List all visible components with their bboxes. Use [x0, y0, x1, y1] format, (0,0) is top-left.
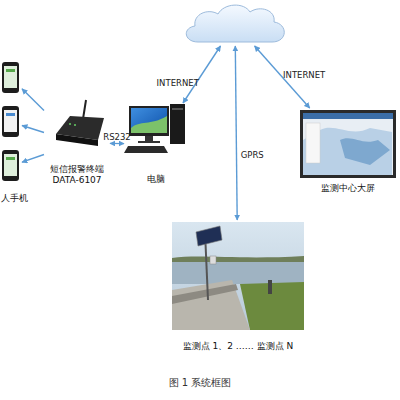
phone-node — [0, 148, 22, 184]
router-symbol-part — [74, 124, 76, 126]
site-photo-part — [210, 256, 216, 264]
big-screen-symbol — [300, 110, 396, 178]
phone-symbol-part — [2, 106, 19, 137]
node-label: 监测点 1、2 …… 监测点 N — [166, 341, 310, 352]
node-text-box: 电脑 — [124, 174, 188, 185]
cloud-shape-part — [186, 5, 284, 42]
site-photo-part — [172, 284, 238, 304]
cloud-shape — [186, 5, 284, 42]
connector-arrow — [183, 46, 221, 103]
site-photo-part — [196, 226, 222, 246]
router-symbol-part — [56, 134, 98, 146]
sms-alarm-terminal: 短信报警终端 DATA-6107 — [44, 100, 110, 186]
phone-symbol — [2, 62, 19, 181]
site-photo-part — [172, 280, 250, 330]
computer-symbol-part — [131, 108, 167, 133]
big-screen-symbol-part — [303, 113, 393, 175]
connector-arrow — [235, 46, 237, 220]
node-text-box: 监测点 1、2 …… 监测点 N — [166, 341, 310, 352]
big-screen-symbol-part — [340, 138, 390, 165]
connector-arrow — [22, 126, 44, 133]
connector-arrow — [110, 143, 124, 145]
site-photo-part — [172, 256, 304, 262]
phone-symbol-part — [4, 66, 17, 88]
phone-symbol-part — [4, 154, 17, 176]
site-photo-part — [268, 280, 272, 294]
link-label: GPRS — [241, 150, 264, 160]
node-text-box: 短信报警终端 DATA-6107 — [44, 164, 110, 186]
figure-caption: 图 1 系统框图 — [0, 376, 400, 390]
router-symbol — [56, 100, 104, 146]
phone-node — [0, 60, 22, 96]
link-label: INTERNET — [283, 70, 325, 80]
phone-symbol-part — [4, 110, 17, 132]
phone-node — [0, 104, 22, 140]
cloud-node — [185, 2, 285, 46]
computer-symbol-part — [145, 136, 153, 141]
big-screen-symbol-part — [303, 113, 393, 119]
node-text-box: 监测中心大屏 — [298, 183, 398, 194]
node-label: 监测中心大屏 — [298, 183, 398, 194]
router-symbol-part — [69, 123, 71, 125]
computer-node: 电脑 — [124, 103, 188, 185]
phone-symbol-part — [2, 150, 19, 181]
connector-arrow — [22, 155, 44, 163]
router-symbol-part — [83, 100, 86, 119]
computer-symbol-part — [170, 104, 185, 144]
node-label: 电脑 — [124, 174, 188, 185]
phone-symbol-part — [6, 157, 15, 160]
phone-symbol-part — [2, 62, 19, 93]
link-label: RS232 — [103, 132, 131, 142]
big-screen-symbol-part — [300, 110, 396, 178]
computer-symbol-part — [172, 108, 183, 110]
node-label: 短信报警终端 DATA-6107 — [44, 164, 110, 186]
group-label: 人手机 — [1, 192, 28, 205]
link-label: INTERNET — [157, 78, 199, 88]
computer-symbol-part — [124, 146, 168, 153]
computer-symbol-part — [131, 116, 167, 133]
phone-symbol-part — [6, 113, 15, 116]
site-photo-part — [172, 262, 304, 284]
computer-symbol-part — [129, 106, 169, 136]
monitor-screen-node: 监测中心大屏 — [298, 108, 398, 194]
site-photo-part — [172, 222, 304, 330]
big-screen-symbol-part — [306, 123, 320, 163]
connector-arrow — [22, 89, 44, 111]
computer-symbol-part — [138, 141, 160, 143]
computer-symbol — [124, 104, 185, 153]
phone-symbol-part — [6, 69, 15, 72]
site-photo — [172, 222, 304, 330]
monitoring-site-node: 监测点 1、2 …… 监测点 N — [166, 220, 310, 352]
